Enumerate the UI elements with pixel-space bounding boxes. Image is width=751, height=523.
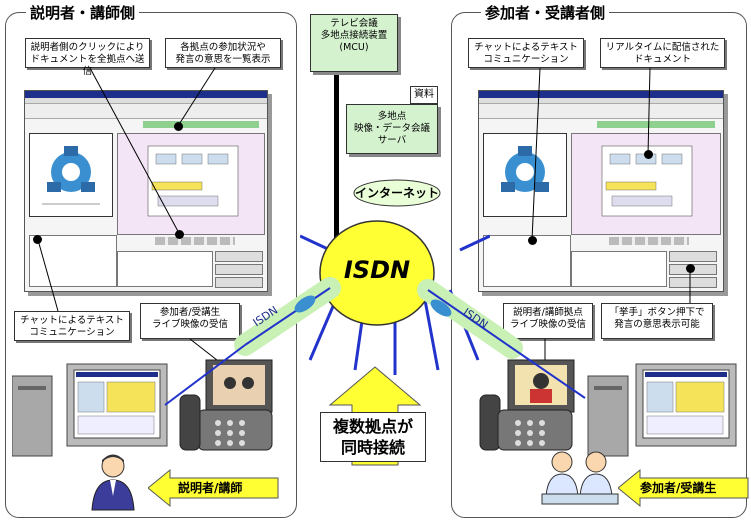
isdn-circle <box>319 220 435 326</box>
right-video-phone-icon <box>479 359 575 451</box>
control-buttons <box>609 237 689 245</box>
bottom-label-line2: 同時接続 <box>340 438 405 457</box>
left-computer-icon <box>12 363 168 457</box>
left-dot-2 <box>175 230 184 239</box>
bottom-label-box: 複数拠点が 同時接続 <box>320 412 426 462</box>
server-box: 多地点映像・データ会議サーバ <box>346 104 438 154</box>
internet-label: インターネット <box>354 186 439 200</box>
right-callout-doc: リアルタイムに配信されたドキュメント <box>600 38 725 68</box>
video-pane <box>483 133 567 217</box>
left-dot-1 <box>174 122 183 131</box>
left-dot-3 <box>33 235 42 244</box>
lecturer-person-icon <box>91 454 135 511</box>
participant-status-strip <box>597 121 715 128</box>
window-menubar <box>479 98 723 104</box>
video-pane <box>29 133 113 217</box>
chat-input-area <box>117 251 213 287</box>
right-callout-video: 説明者/講師拠点ライブ映像の受信 <box>503 303 593 339</box>
left-callout-click: 説明者側のクリックによりドキュメントを全拠点へ送信 <box>25 38 150 77</box>
right-dot-1 <box>528 236 537 245</box>
mcu-box: テレビ会議多地点接続装置(MCU) <box>310 14 398 72</box>
window-toolbar <box>479 104 723 119</box>
participants-icon <box>541 451 619 505</box>
right-callout-raise: 「挙手」ボタン押下で発言の意思表示可能 <box>601 303 713 339</box>
window-toolbar <box>25 104 267 119</box>
isdn-label: ISDN <box>343 256 411 284</box>
left-app-window <box>24 90 268 292</box>
network-trunk <box>334 60 339 245</box>
left-callout-video: 参加者/受講生ライブ映像の受信 <box>140 303 240 339</box>
bottom-label-line1: 複数拠点が <box>332 417 413 436</box>
right-computer-icon <box>587 363 737 457</box>
left-callout-status: 各拠点の参加状況や発言の意思を一覧表示 <box>165 38 281 68</box>
left-callout-chat: チャットによるテキストコミュニケーション <box>14 311 130 341</box>
button-column <box>215 251 263 288</box>
right-dot-2 <box>644 150 653 159</box>
control-buttons <box>155 237 235 245</box>
right-panel-title: 参加者・受講者側 <box>481 2 610 23</box>
right-dot-4 <box>686 264 695 273</box>
right-app-window <box>478 90 724 292</box>
window-titlebar <box>479 91 723 98</box>
window-titlebar <box>25 91 267 98</box>
document-tag: 資料 <box>410 86 438 104</box>
chat-input-area <box>571 251 667 287</box>
camera-network-icon <box>42 146 100 205</box>
left-panel-title: 説明者・講師側 <box>26 2 140 23</box>
window-menubar <box>25 98 267 104</box>
internet-badge <box>353 179 441 207</box>
right-arrow-icon <box>618 468 749 508</box>
chat-area <box>483 235 571 287</box>
participant-status-strip <box>143 121 259 128</box>
right-arrow-label: 参加者/受講生 <box>640 481 717 495</box>
chat-area <box>29 235 117 287</box>
left-video-phone-icon <box>179 359 273 451</box>
left-arrow-icon <box>148 468 279 508</box>
left-arrow-label: 説明者/講師 <box>178 481 243 495</box>
right-callout-chat: チャットによるテキストコミュニケーション <box>468 38 584 68</box>
